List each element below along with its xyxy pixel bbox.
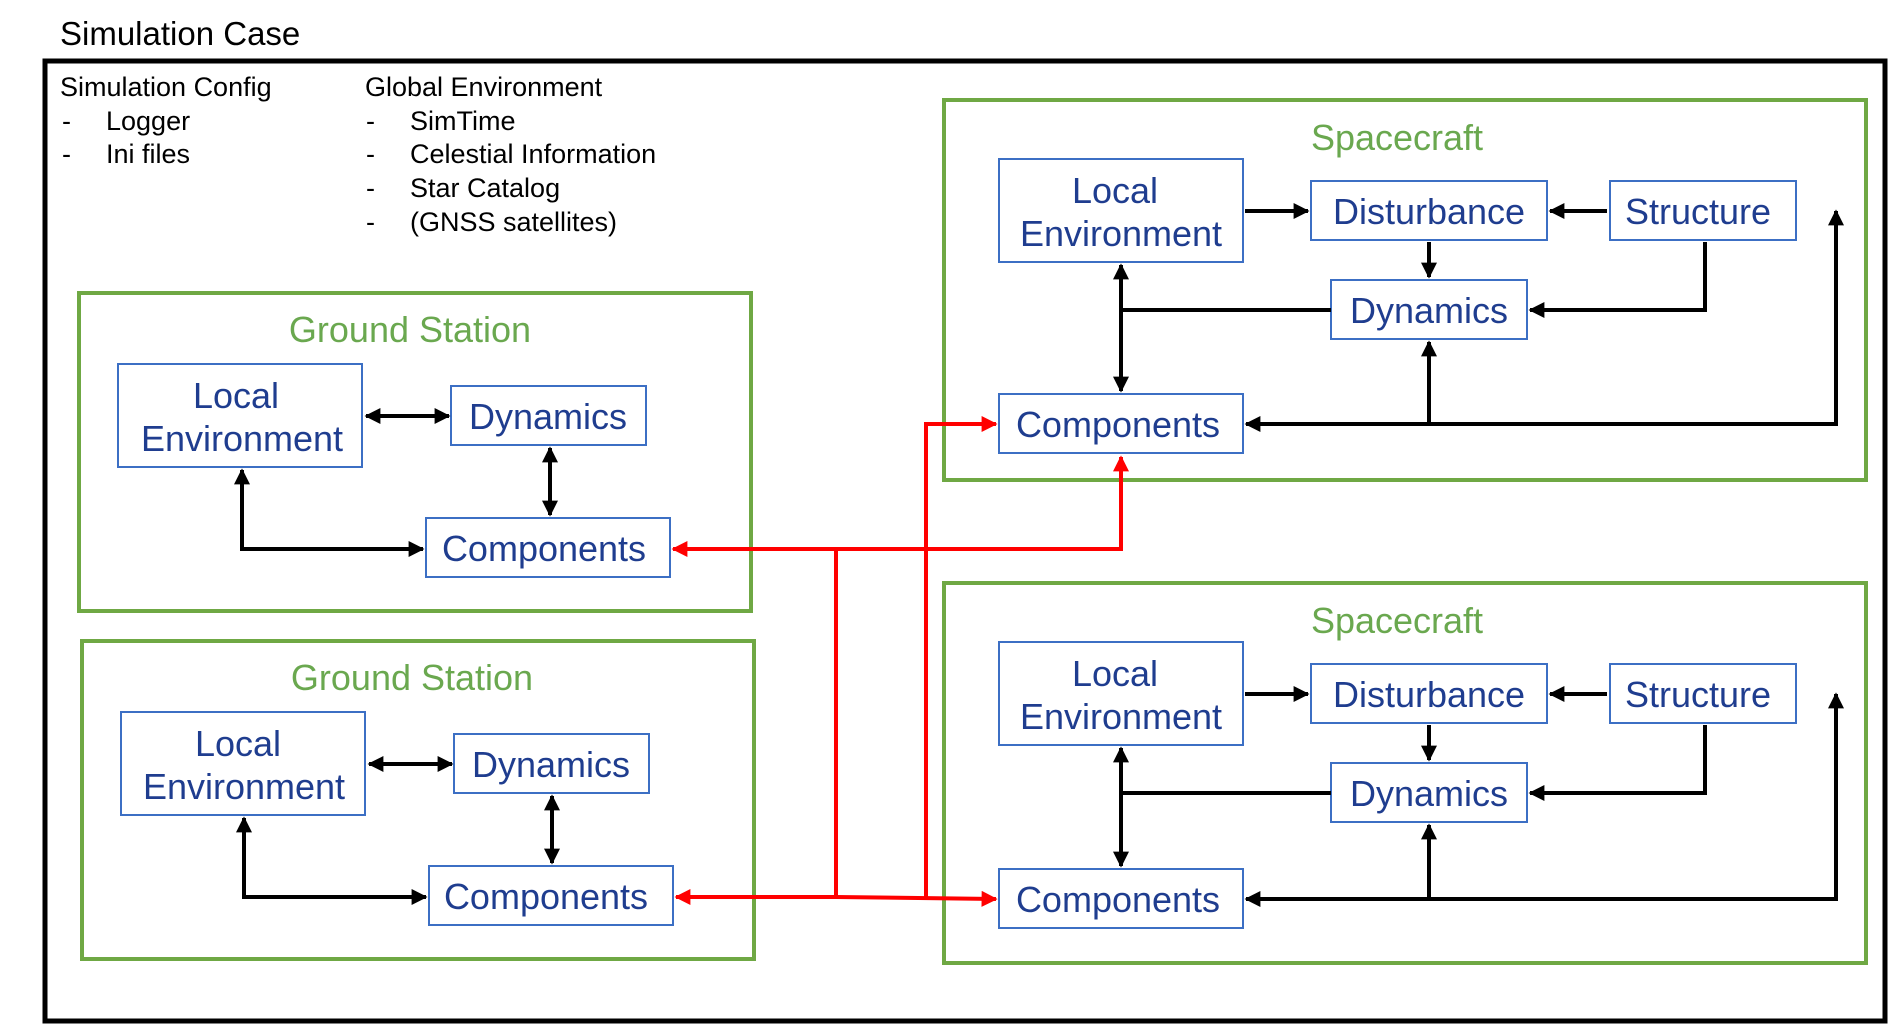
list-bullet: - (366, 173, 375, 203)
simulation-config-list: Simulation Config - Logger - Ini files (60, 72, 272, 169)
local-environment-label: Local (195, 723, 281, 764)
simulation-case-frame (42, 58, 1888, 1024)
components-box (998, 868, 1244, 929)
diagram-title: Simulation Case (60, 15, 300, 52)
env-components-link (236, 816, 428, 905)
local-environment-box (998, 158, 1244, 263)
dynamics-label: Dynamics (1350, 773, 1508, 814)
list-bullet: - (366, 139, 375, 169)
list-item: (GNSS satellites) (410, 207, 617, 237)
components-box (428, 865, 674, 926)
local-environment-label: Local (1072, 170, 1158, 211)
spacecraft-title: Spacecraft (1311, 600, 1483, 641)
local-environment-label: Local (193, 375, 279, 416)
dynamics-box (453, 733, 650, 794)
components-label: Components (1016, 404, 1220, 445)
sc1-components-comm-link (924, 416, 998, 899)
ground-station-title: Ground Station (289, 309, 531, 350)
dynamics-box (450, 385, 647, 446)
disturbance-label: Disturbance (1333, 191, 1525, 232)
local-environment-label: Environment (1020, 213, 1222, 254)
gs2-sc2-comm-link (835, 890, 998, 907)
list-item: Logger (106, 106, 190, 136)
dynamics-label: Dynamics (1350, 290, 1508, 331)
simulation-config-heading: Simulation Config (60, 72, 272, 102)
env-components-link (234, 468, 425, 557)
spacecraft-frame (942, 581, 1868, 965)
list-bullet: - (62, 106, 71, 136)
list-bullet: - (366, 207, 375, 237)
structure-dynamics-link (1528, 242, 1707, 318)
local-environment-box (998, 641, 1244, 746)
list-item: Ini files (106, 139, 190, 169)
spacecraft-frame (942, 98, 1868, 482)
ground-station-2: Ground Station Local Environment Dynamic… (80, 639, 756, 961)
components-label: Components (444, 876, 648, 917)
structure-components-link (1244, 209, 1844, 432)
local-environment-label: Local (1072, 653, 1158, 694)
gs1-sc1-comm-link (671, 455, 1129, 557)
ground-station-1: Ground Station Local Environment Dynamic… (77, 291, 753, 613)
structure-label: Structure (1625, 674, 1771, 715)
components-box (425, 517, 671, 578)
structure-dynamics-link (1528, 725, 1707, 801)
inter-entity-links (671, 416, 1129, 907)
dynamics-label: Dynamics (469, 396, 627, 437)
list-item: Celestial Information (410, 139, 656, 169)
list-item: SimTime (410, 106, 516, 136)
list-bullet: - (366, 106, 375, 136)
ground-station-title: Ground Station (291, 657, 533, 698)
disturbance-label: Disturbance (1333, 674, 1525, 715)
local-environment-box (117, 363, 363, 468)
structure-components-link (1244, 692, 1844, 907)
local-environment-label: Environment (1020, 696, 1222, 737)
list-bullet: - (62, 139, 71, 169)
global-environment-heading: Global Environment (365, 72, 603, 102)
structure-label: Structure (1625, 191, 1771, 232)
spacecraft-1: Spacecraft Local Environment Disturbance… (942, 98, 1868, 482)
spacecraft-2: Spacecraft Local Environment Disturbance… (942, 581, 1868, 965)
components-box (998, 393, 1244, 454)
components-label: Components (442, 528, 646, 569)
local-environment-label: Environment (143, 766, 345, 807)
local-environment-box (120, 711, 366, 816)
components-label: Components (1016, 879, 1220, 920)
spacecraft-title: Spacecraft (1311, 117, 1483, 158)
local-environment-label: Environment (141, 418, 343, 459)
ground-station-frame (80, 639, 756, 961)
dynamics-label: Dynamics (472, 744, 630, 785)
ground-station-frame (77, 291, 753, 613)
list-item: Star Catalog (410, 173, 560, 203)
global-environment-list: Global Environment - SimTime - Celestial… (365, 72, 656, 237)
